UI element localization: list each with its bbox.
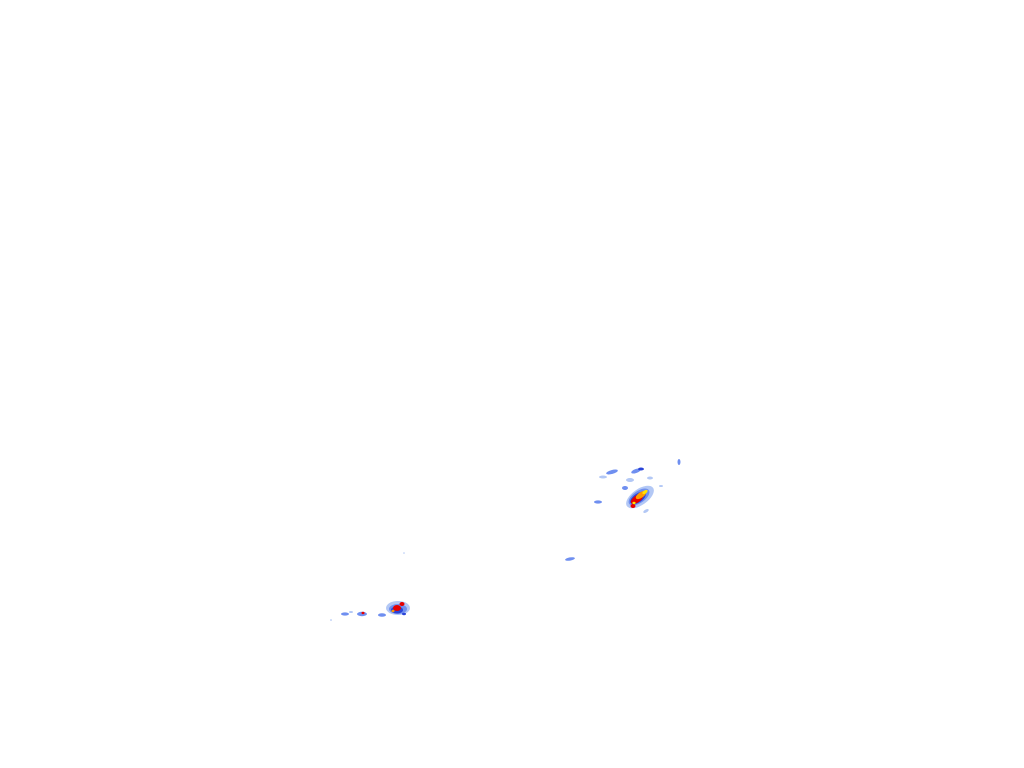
reflectivity-echo [659, 485, 663, 487]
reflectivity-echo [622, 486, 628, 490]
echo-cluster-northeast [565, 459, 681, 561]
echo-cluster-southwest [330, 552, 410, 621]
reflectivity-echo [638, 467, 644, 471]
reflectivity-echo [631, 468, 641, 474]
reflectivity-echo [341, 612, 349, 616]
reflectivity-echo [393, 605, 401, 611]
reflectivity-echo [403, 552, 405, 554]
reflectivity-echo [349, 611, 353, 613]
storm-core [626, 485, 654, 509]
echo-scatter [330, 552, 405, 621]
reflectivity-echo [643, 509, 649, 513]
reflectivity-echo [606, 469, 618, 475]
echo-scatter [565, 459, 681, 561]
reflectivity-echo [599, 475, 607, 479]
reflectivity-echo [391, 609, 395, 613]
reflectivity-echo [402, 612, 406, 616]
reflectivity-echo [632, 501, 636, 505]
reflectivity-echo [630, 504, 636, 508]
reflectivity-echo [330, 619, 332, 621]
reflectivity-echo [677, 459, 681, 465]
reflectivity-echo [626, 478, 634, 482]
storm-core [386, 601, 410, 616]
reflectivity-echo [361, 611, 365, 615]
reflectivity-echo [399, 602, 405, 606]
reflectivity-echo [565, 557, 575, 561]
reflectivity-echo [642, 489, 648, 495]
reflectivity-echo [357, 611, 367, 617]
reflectivity-echo [378, 613, 386, 617]
reflectivity-echo [594, 500, 602, 504]
reflectivity-echo [647, 476, 653, 480]
